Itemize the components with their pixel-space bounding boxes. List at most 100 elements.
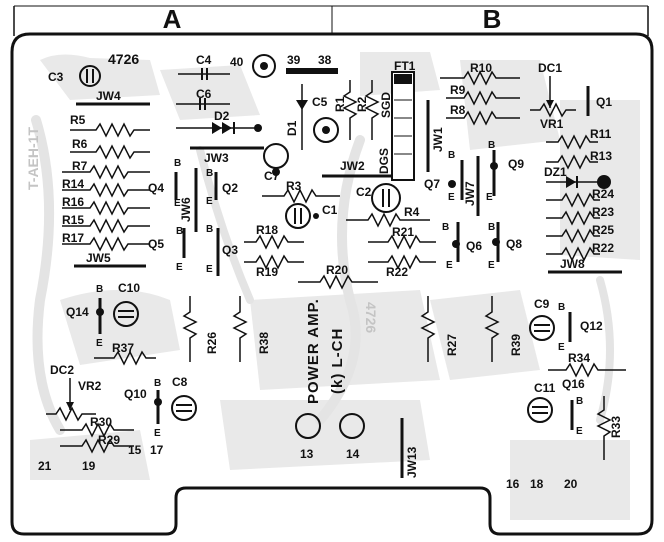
transistor-q4: B Q4	[148, 158, 181, 200]
pin-20: 20	[564, 477, 578, 491]
label-r14: R14	[62, 177, 84, 191]
output-pins: 13 14	[295, 413, 365, 461]
board-title: POWER AMP. (k) L-CH	[305, 298, 346, 404]
mirrored-silk-board: 4726	[363, 302, 379, 333]
label-c8: C8	[172, 375, 188, 389]
label-q2: Q2	[222, 181, 238, 195]
label-vr1: VR1	[540, 117, 564, 131]
label-d2: D2	[214, 109, 230, 123]
resistor-column-right	[546, 134, 600, 262]
q4-b: B	[174, 158, 181, 169]
label-jw7: JW7	[463, 181, 477, 206]
q14-e: E	[96, 338, 103, 349]
resistor-r10-r9-r8	[440, 70, 520, 126]
label-jw4: JW4	[96, 89, 121, 103]
diode-d2: D2	[176, 109, 262, 134]
label-c2: C2	[356, 185, 372, 199]
pin-19: 19	[82, 459, 96, 473]
capacitor-c11: C11	[527, 381, 556, 423]
board-number: 4726	[108, 51, 139, 67]
section-header: A B	[13, 4, 649, 36]
capacitor-c7: C7	[263, 143, 289, 183]
label-q9: Q9	[508, 157, 524, 171]
label-r17: R17	[62, 231, 84, 245]
section-label-b: B	[483, 4, 502, 34]
label-r6: R6	[72, 137, 88, 151]
label-r29: R29	[98, 433, 120, 447]
label-q3: Q3	[222, 243, 238, 257]
label-r21: R21	[392, 225, 414, 239]
label-q5: Q5	[148, 237, 164, 251]
label-c10: C10	[118, 281, 140, 295]
resistor-r20	[298, 274, 378, 290]
label-c11: C11	[534, 381, 556, 395]
transistor-q9: B E Q9	[486, 140, 524, 203]
transistor-q7: B E Q7	[424, 150, 464, 203]
label-r39: R39	[509, 334, 523, 356]
jumper-jw13: JW13	[400, 418, 419, 478]
label-jw8: JW8	[560, 257, 585, 271]
label-r34: R37	[112, 341, 134, 355]
jumper-jw6: JW6	[179, 168, 198, 232]
label-q7: Q7	[424, 177, 440, 191]
q2-e: E	[206, 196, 213, 207]
resistor-r37	[596, 396, 612, 460]
pin-14: 14	[346, 447, 360, 461]
label-r2: R2	[355, 96, 369, 112]
q16-b: B	[576, 396, 583, 407]
label-jw2: JW2	[340, 159, 365, 173]
label-r4: R4	[404, 205, 420, 219]
resistor-r21-r22	[368, 234, 436, 270]
transistor-q6: B E Q6	[442, 222, 482, 271]
label-c1: C1	[322, 203, 338, 217]
q5-e: E	[176, 262, 183, 273]
capacitor-c6: C6	[176, 87, 230, 110]
capacitor-c3: C3	[48, 65, 101, 87]
capacitor-c8: C8	[171, 375, 197, 421]
pin-21: 21	[38, 459, 52, 473]
resistor-r34	[94, 350, 156, 366]
label-r11: R11	[590, 127, 612, 141]
title-line-1: POWER AMP.	[305, 298, 322, 404]
transistor-q8: B E Q8	[488, 222, 522, 271]
resistor-r30-r29	[60, 422, 134, 454]
label-q1: Q1	[596, 95, 612, 109]
label-c5: C5	[312, 95, 328, 109]
label-r15: R15	[62, 213, 84, 227]
resistor-r1-r2	[342, 80, 380, 140]
label-jw3: JW3	[204, 151, 229, 165]
label-sgd: SGD	[379, 92, 393, 118]
q6-b: B	[442, 222, 449, 233]
transistor-q5: B E Q5	[148, 226, 186, 273]
capacitor-c1: C1	[285, 203, 338, 229]
jumper-jw2: JW2	[322, 159, 392, 178]
capacitor-c9: C9	[529, 297, 555, 341]
label-dc2: DC2	[50, 363, 74, 377]
label-d1: D1	[285, 120, 299, 136]
q3-b: B	[206, 224, 213, 235]
label-r18: R18	[256, 223, 278, 237]
q10-b: B	[154, 378, 161, 389]
top-pins: 40 39 38	[230, 53, 338, 78]
q14-b: B	[96, 284, 103, 295]
transistor-q16: Q16 B E	[562, 377, 585, 437]
pin-13: 13	[300, 447, 314, 461]
capacitor-c10: C10	[113, 281, 140, 327]
label-r38: R38	[257, 332, 271, 354]
label-r28: R27	[445, 334, 459, 356]
q7-e: E	[448, 192, 455, 203]
section-label-a: A	[163, 4, 182, 34]
label-dc1: DC1	[538, 61, 562, 75]
label-r33: R34	[568, 351, 590, 365]
pin-39: 39	[287, 53, 301, 67]
pin-15: 15	[128, 443, 142, 457]
label-r22: R22	[386, 265, 408, 279]
q10-e: E	[154, 428, 161, 439]
label-c7: C7	[264, 169, 280, 183]
label-r24: R22	[592, 241, 614, 255]
q2-b: B	[206, 168, 213, 179]
label-ft1: FT1	[394, 59, 416, 73]
q12-e: E	[558, 342, 565, 353]
q9-b: B	[488, 140, 495, 151]
transistor-q3: B E Q3	[206, 224, 238, 276]
